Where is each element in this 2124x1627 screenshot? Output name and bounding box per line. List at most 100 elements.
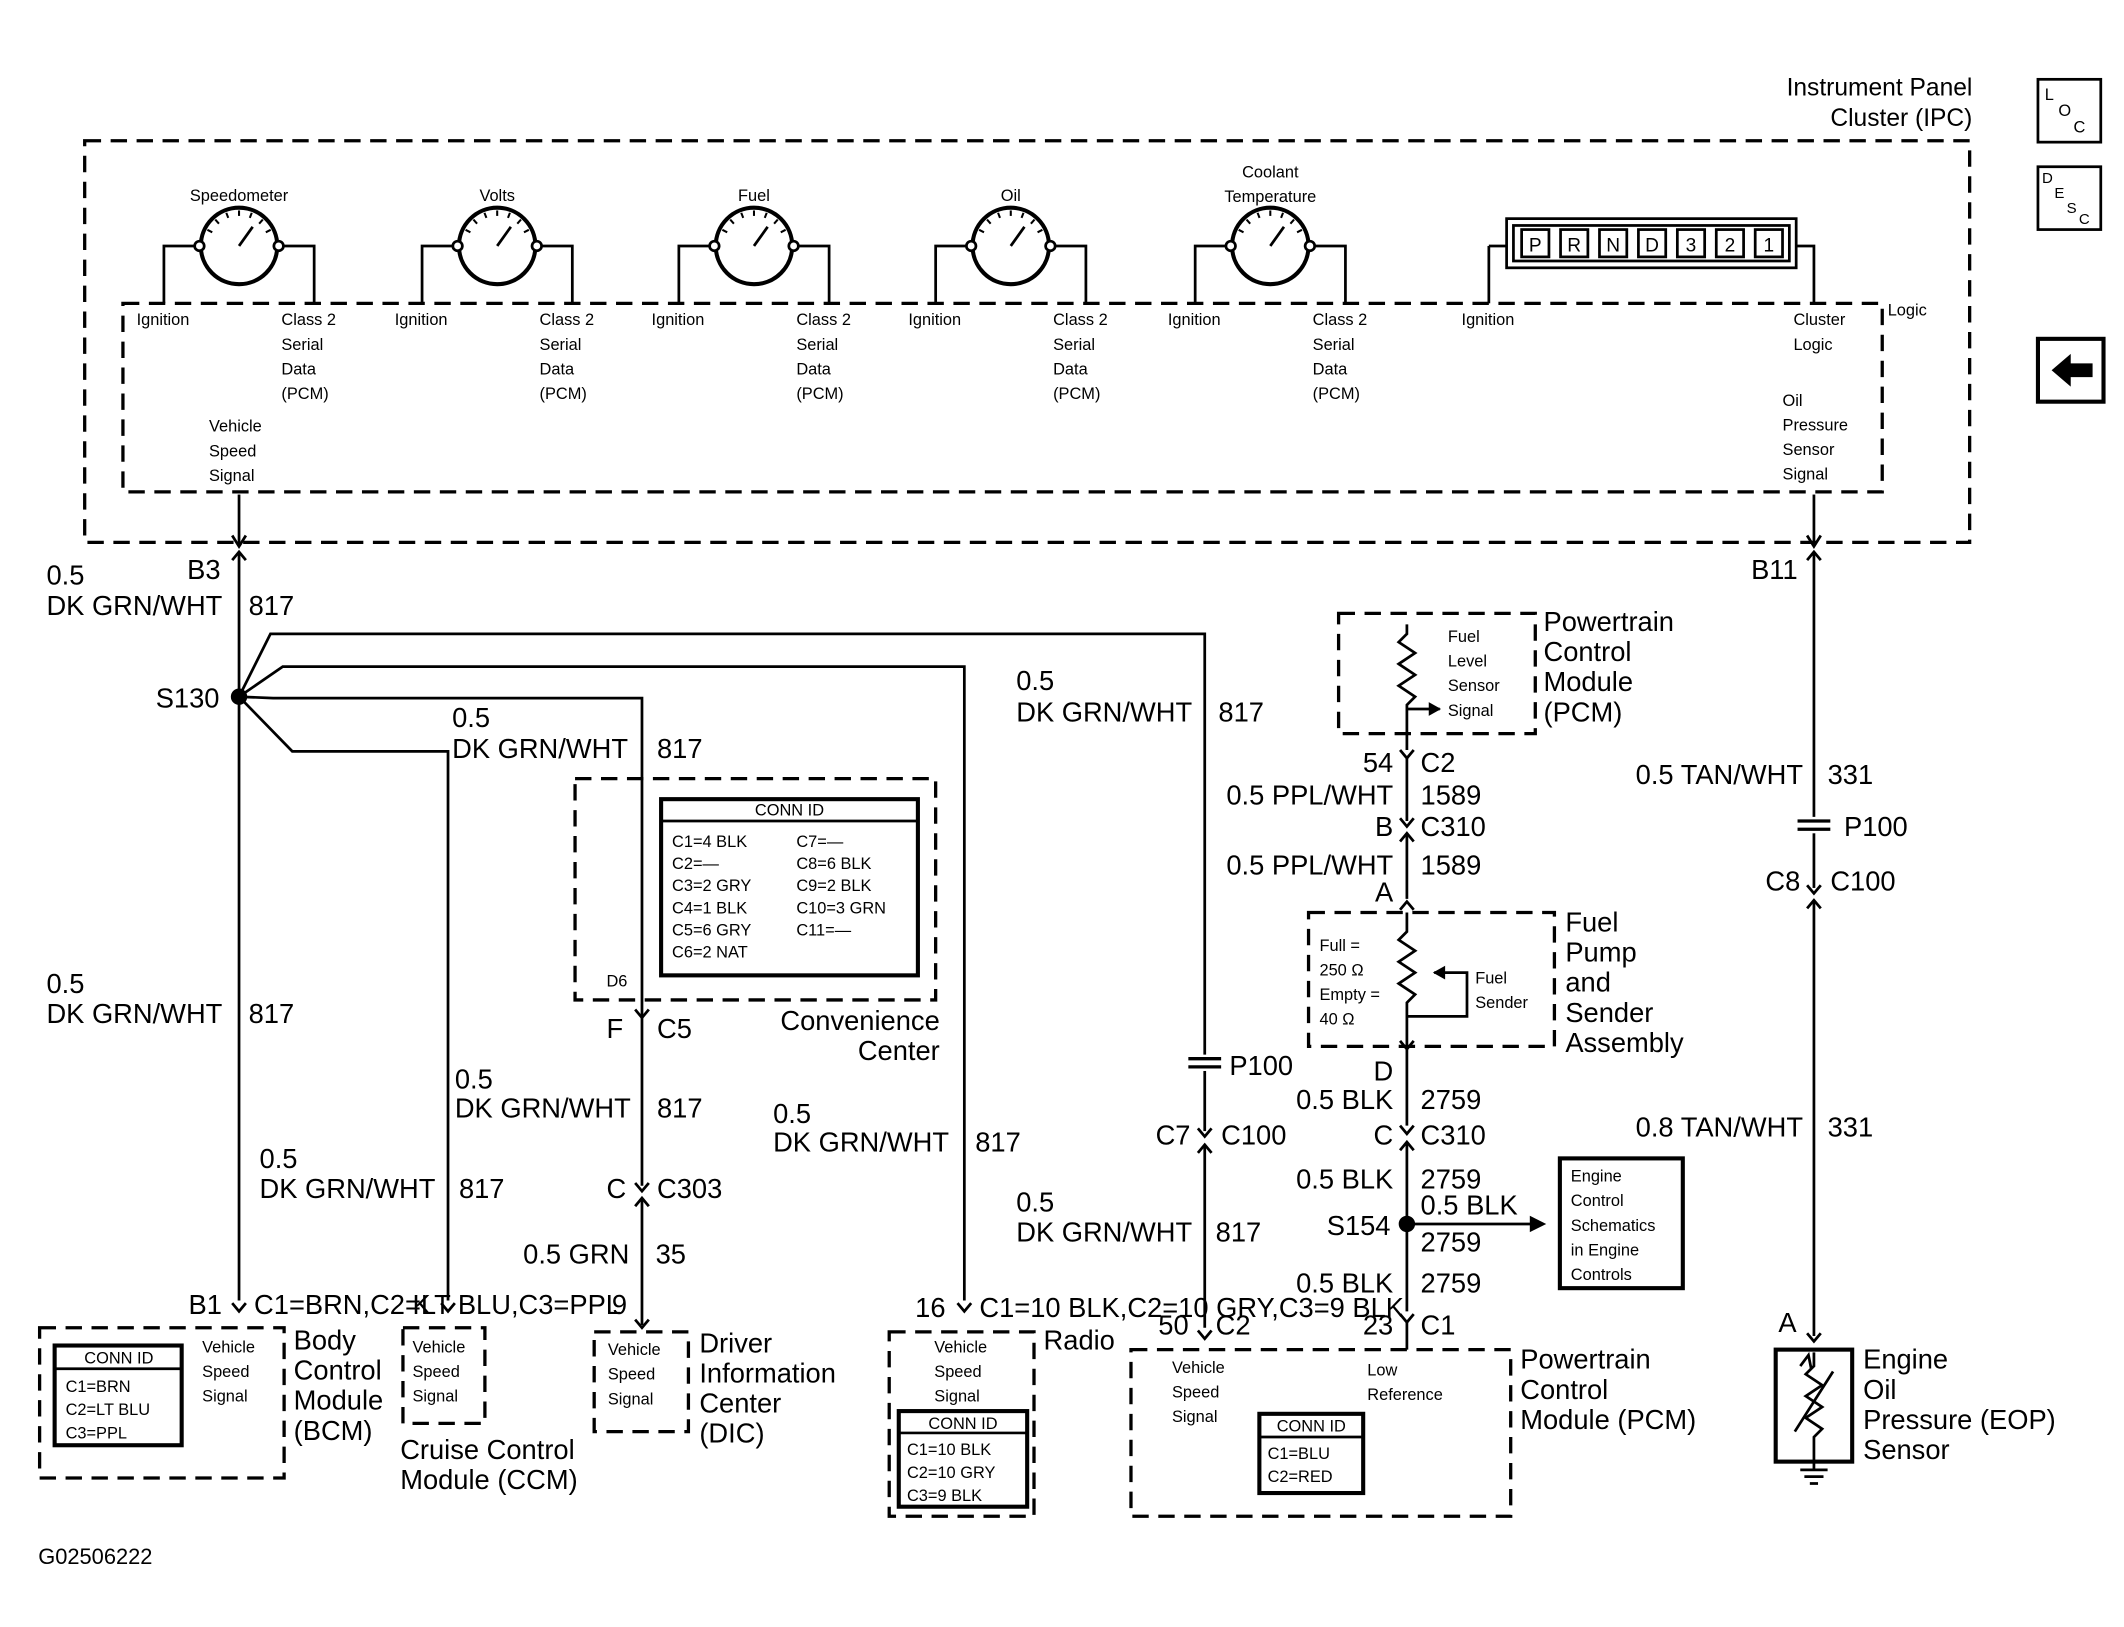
pcm-conn-title: CONN ID bbox=[1277, 1418, 1346, 1436]
fuel-range-empty-val: 40 Ω bbox=[1319, 1011, 1354, 1029]
prnd-letter-5: 2 bbox=[1725, 235, 1736, 256]
wconv-circuit: 817 bbox=[657, 733, 703, 764]
prnd-cell bbox=[1598, 228, 1629, 259]
blk4-circuit: 2759 bbox=[1421, 1267, 1482, 1298]
ccm-signal-3: Signal bbox=[413, 1388, 459, 1406]
conv-col2-4: C11=— bbox=[796, 921, 851, 939]
ppl2-circuit: 1589 bbox=[1421, 849, 1482, 880]
bcm-title-3: Module bbox=[294, 1385, 384, 1416]
wbcm-gauge: 0.5 bbox=[46, 968, 84, 999]
radio-conn-title: CONN ID bbox=[928, 1415, 997, 1433]
prnd-logic-label: Logic bbox=[1793, 336, 1832, 354]
fuel-sender-label-2: Sender bbox=[1475, 994, 1528, 1012]
description-nav-button[interactable]: D E S C bbox=[2036, 165, 2103, 231]
gauge-serial-0-3: (PCM) bbox=[281, 385, 328, 403]
fuel-sender-resistor bbox=[1396, 912, 1418, 1047]
wbcm-color: DK GRN/WHT bbox=[46, 998, 222, 1029]
fuel-pump-title-3: and bbox=[1565, 967, 1611, 998]
gauge-serial-1-1: Serial bbox=[540, 336, 582, 354]
location-nav-button[interactable]: L O C bbox=[2036, 77, 2103, 144]
ipc-outline bbox=[83, 139, 1972, 545]
wconv-color: DK GRN/WHT bbox=[452, 733, 628, 764]
gauge-dial-icon bbox=[456, 205, 538, 287]
pin-a-eop: A bbox=[1778, 1307, 1797, 1338]
gauge-ignition-3: Ignition bbox=[908, 311, 961, 329]
prnd-cell bbox=[1520, 228, 1551, 259]
gauge-serial-4-2: Data bbox=[1313, 360, 1348, 378]
conv-col1-0: C1=4 BLK bbox=[672, 833, 747, 851]
prnd-letter-4: 3 bbox=[1686, 235, 1697, 256]
prnd-cell bbox=[1637, 228, 1668, 259]
conv-col2-0: C7=— bbox=[796, 833, 843, 851]
radio-outline bbox=[887, 1330, 1036, 1518]
splice-s130: S130 bbox=[156, 683, 220, 714]
bcm-pin-b1: B1 bbox=[188, 1289, 221, 1320]
pcm-top-title-4: (PCM) bbox=[1543, 696, 1622, 727]
radio-signal-1: Vehicle bbox=[934, 1338, 987, 1356]
back-nav-button[interactable] bbox=[2035, 336, 2106, 404]
gauge-serial-0-0: Class 2 bbox=[281, 311, 336, 329]
desc-letter-d: D bbox=[2042, 170, 2053, 187]
engine-control-reference[interactable]: Engine Control Schematics in Engine Cont… bbox=[1557, 1156, 1685, 1291]
engine-ctrl-4: in Engine bbox=[1571, 1241, 1639, 1259]
gauge-name-3-0: Oil bbox=[1001, 187, 1021, 205]
dic-pin-9: 9 bbox=[612, 1289, 627, 1320]
pcm-top-title-1: Powertrain bbox=[1543, 606, 1673, 637]
conv-col2-3: C10=3 GRN bbox=[796, 899, 886, 917]
bcm-conn-id-box bbox=[52, 1343, 184, 1448]
prnd-cell bbox=[1675, 228, 1707, 259]
conv-conn-id-box bbox=[659, 797, 920, 978]
splice-s154: S154 bbox=[1327, 1210, 1391, 1241]
gauge-name-2-0: Fuel bbox=[738, 187, 770, 205]
wccm-gauge: 0.5 bbox=[260, 1143, 298, 1174]
wmid-circuit: 817 bbox=[1218, 696, 1264, 727]
pin-b-c310: B bbox=[1375, 811, 1393, 842]
radio-conn-3: C3=9 BLK bbox=[907, 1487, 982, 1505]
pcm-conn-2: C2=RED bbox=[1268, 1468, 1333, 1486]
gauge-ignition-0: Ignition bbox=[137, 311, 190, 329]
gauge-serial-1-0: Class 2 bbox=[540, 311, 595, 329]
conv-title-1: Convenience bbox=[780, 1005, 939, 1036]
bcm-outline bbox=[37, 1326, 286, 1480]
gauge-name-4-1: Temperature bbox=[1224, 188, 1316, 206]
wpcm-gauge: 0.5 bbox=[1016, 1187, 1054, 1218]
prnd-letter-1: R bbox=[1567, 235, 1581, 256]
ppl1-circuit: 1589 bbox=[1421, 780, 1482, 811]
radio-conn-id-box bbox=[896, 1409, 1030, 1509]
gauge-name-4-0: Coolant bbox=[1242, 164, 1299, 182]
back-arrow-icon bbox=[2051, 353, 2093, 387]
conv-d6-pin: D6 bbox=[606, 972, 627, 990]
ipc-logic-outline bbox=[121, 301, 1884, 494]
pcm-pin-50: 50 bbox=[1158, 1310, 1188, 1341]
gauge-serial-1-3: (PCM) bbox=[540, 385, 587, 403]
splice-s154-dot bbox=[1398, 1215, 1416, 1233]
pcm-top-label-1: Fuel bbox=[1448, 628, 1480, 646]
bcm-signal-1: Vehicle bbox=[202, 1338, 255, 1356]
ipc-vss-label-3: Signal bbox=[209, 467, 255, 485]
ccm-outline bbox=[401, 1326, 487, 1426]
prnd-letter-6: 1 bbox=[1764, 235, 1775, 256]
fuel-pump-title-2: Pump bbox=[1565, 937, 1636, 968]
blk1-circuit: 2759 bbox=[1421, 1084, 1482, 1115]
fuel-range-full: Full = bbox=[1319, 937, 1360, 955]
fuel-pump-title-1: Fuel bbox=[1565, 907, 1618, 938]
conv-col1-2: C3=2 GRY bbox=[672, 877, 751, 895]
fuel-pump-title-5: Assembly bbox=[1565, 1027, 1684, 1058]
conn-c100-right: C100 bbox=[1830, 866, 1895, 897]
p100-right-connector bbox=[1797, 819, 1831, 831]
conn-p100-right: P100 bbox=[1844, 811, 1908, 842]
pcm-conn-c2: C2 bbox=[1216, 1310, 1251, 1341]
pin-c-c310: C bbox=[1374, 1120, 1394, 1151]
ipc-title-line2: Cluster (IPC) bbox=[1830, 105, 1972, 132]
desc-letter-c: C bbox=[2079, 211, 2090, 228]
ground-icon bbox=[1800, 1468, 1828, 1485]
gauge-serial-3-0: Class 2 bbox=[1053, 311, 1108, 329]
ipc-oil-label-4: Signal bbox=[1783, 466, 1829, 484]
eop-title-1: Engine bbox=[1863, 1344, 1948, 1375]
wire1-circuit: 817 bbox=[249, 590, 295, 621]
ipc-vss-label-1: Vehicle bbox=[209, 418, 262, 436]
wradio-circuit: 817 bbox=[975, 1127, 1021, 1158]
